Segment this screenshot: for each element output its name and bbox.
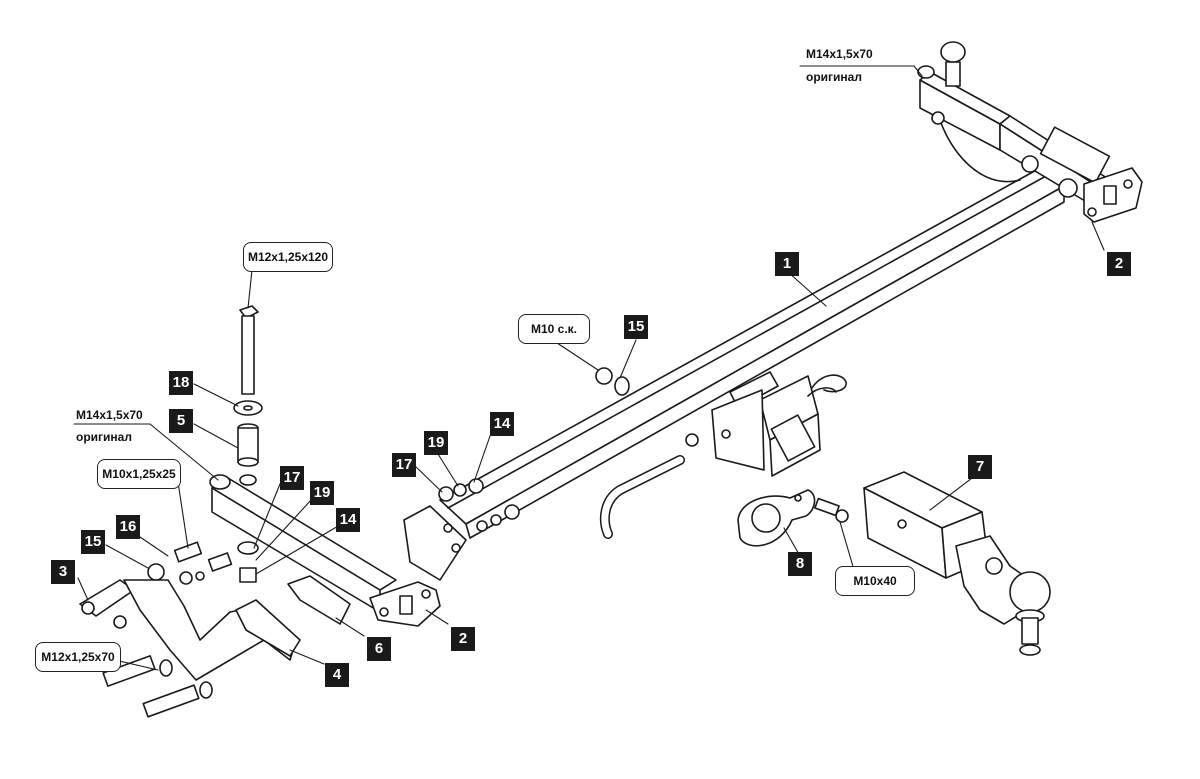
part-2-label-bottom: 2 — [451, 627, 475, 651]
part-15-label-center: 15 — [624, 315, 648, 339]
leader-lines — [73, 65, 1105, 671]
crossbar-part-1 — [439, 167, 1065, 539]
part-14-label-center: 14 — [490, 412, 514, 436]
vertical-bolt-group — [233, 305, 263, 583]
part-17-label-center: 17 — [392, 453, 416, 477]
part-3-label: 3 — [51, 560, 75, 584]
part-17-label-left: 17 — [280, 466, 304, 490]
hitch-pin — [599, 455, 685, 539]
part-15-label-left: 15 — [81, 530, 105, 554]
spec-top-right-bolt: M14x1,5x70 — [806, 47, 873, 61]
spec-small-bolt-left: M10x1,25x25 — [97, 459, 181, 489]
part-19-label-center: 19 — [424, 431, 448, 455]
part-7-label: 7 — [968, 455, 992, 479]
part-4-label: 4 — [325, 663, 349, 687]
left-side-bracket — [209, 474, 520, 627]
center-nut-washer — [438, 367, 630, 502]
spec-nut-center: M10 с.к. — [518, 314, 590, 344]
part-14-label-left: 14 — [336, 508, 360, 532]
socket-plate — [737, 489, 849, 547]
part-19-label-left: 19 — [310, 481, 334, 505]
lower-brackets — [79, 541, 351, 718]
part-8-label: 8 — [788, 552, 812, 576]
spec-bottom-left-bolt: M12x1,25x70 — [35, 642, 121, 672]
ball-mount — [863, 471, 1051, 656]
part-18-label: 18 — [169, 371, 193, 395]
right-side-bracket — [917, 41, 1143, 223]
spec-top-right-note: оригинал — [806, 70, 862, 84]
part-16-label: 16 — [116, 515, 140, 539]
part-1-label: 1 — [775, 252, 799, 276]
spec-vertical-bolt: M12x1,25x120 — [243, 242, 333, 272]
spec-ball-mount-bolt: M10x40 — [835, 566, 915, 596]
spec-left-bolt: M14x1,5x70 — [76, 408, 143, 422]
part-2-label-top: 2 — [1107, 252, 1131, 276]
part-5-label: 5 — [169, 409, 193, 433]
spec-left-note: оригинал — [76, 430, 132, 444]
part-6-label: 6 — [367, 637, 391, 661]
